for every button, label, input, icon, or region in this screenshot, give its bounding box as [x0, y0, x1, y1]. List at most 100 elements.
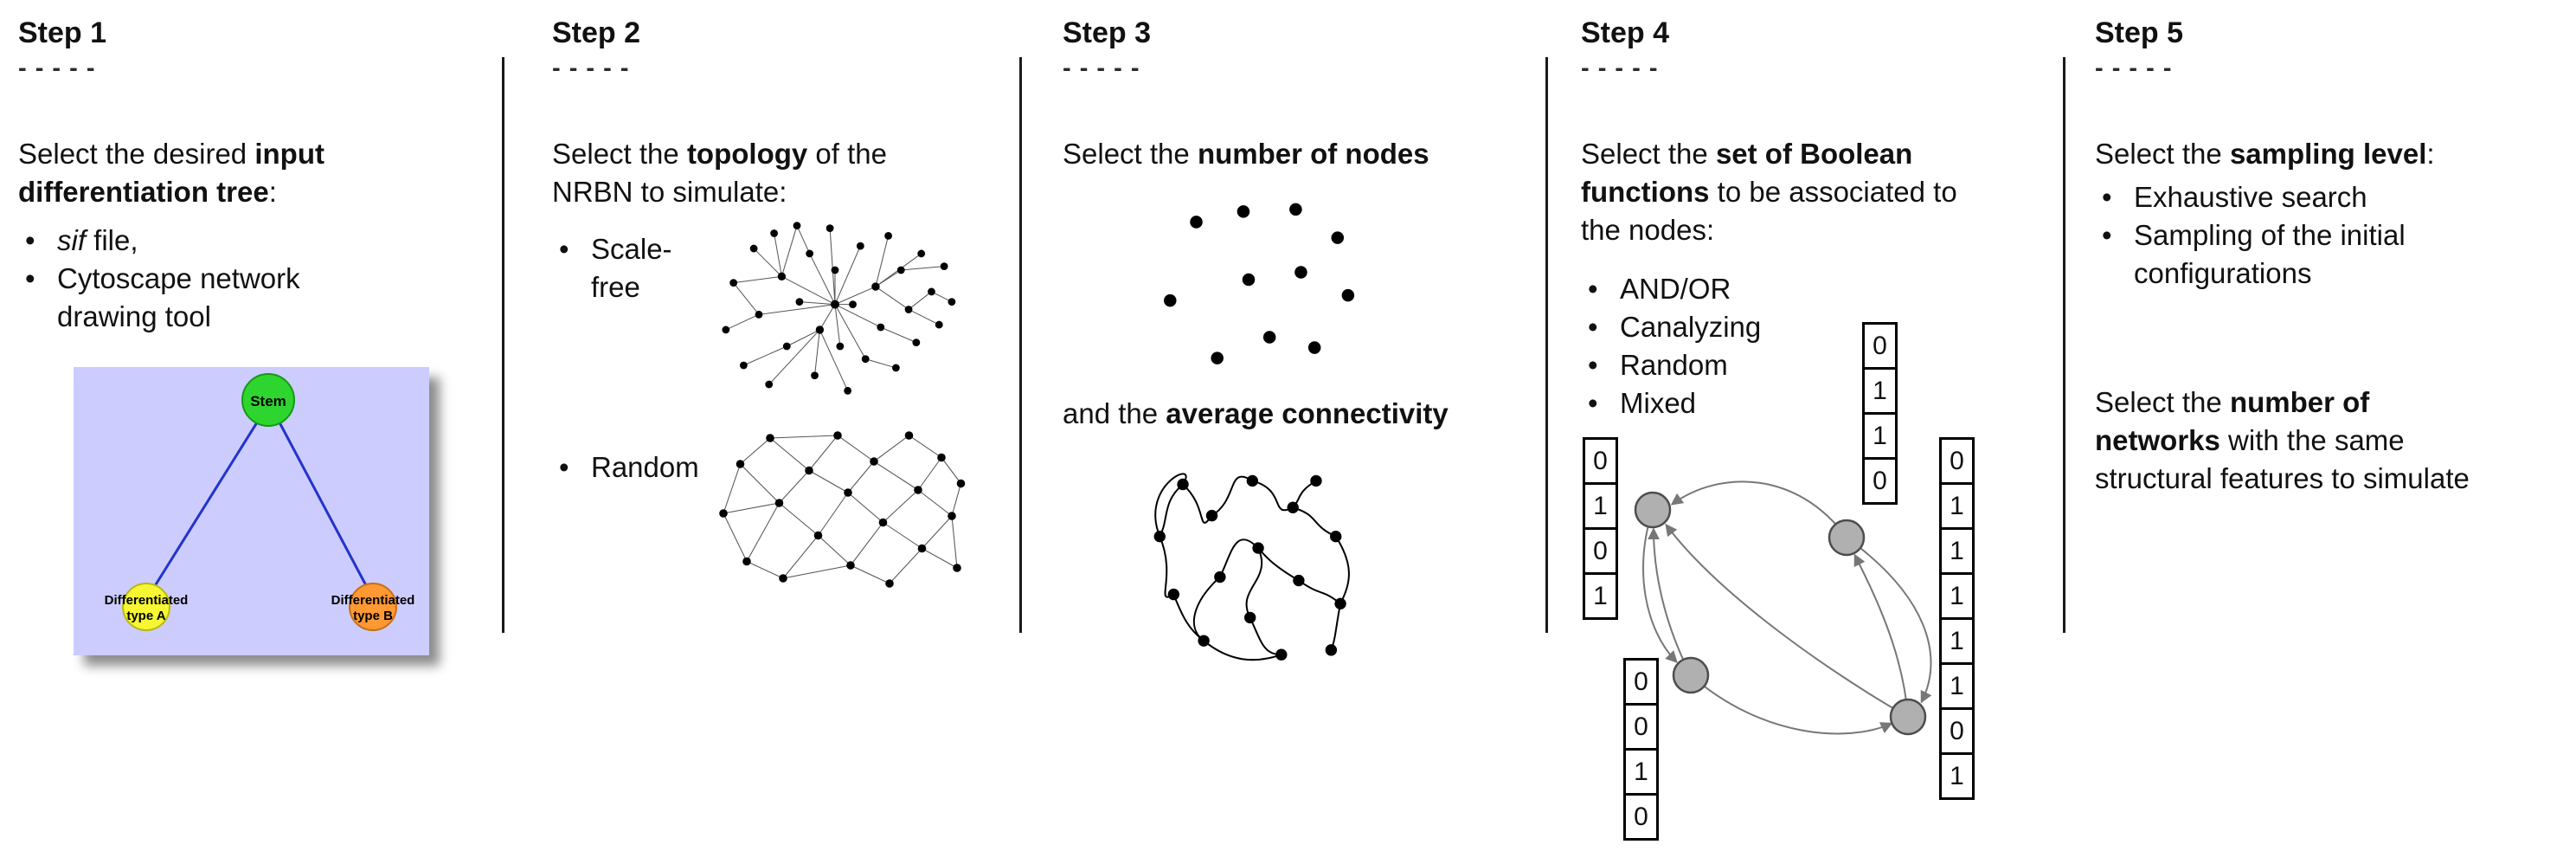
stem-label: Stem — [250, 393, 286, 409]
truth-table-cell: 1 — [1939, 527, 1975, 575]
stem-node — [241, 373, 295, 427]
boolean-network-svg — [1634, 480, 1932, 736]
bullet-and-or: •AND/OR — [1581, 270, 2052, 308]
column-divider-3 — [1545, 57, 1548, 633]
step-5-networks-text: Select the number of networks with the s… — [2095, 386, 2470, 494]
step-4-bullet-list: •AND/OR •Canalyzing •Random •Mixed — [1581, 270, 2052, 422]
bullet-random: • Random — [552, 448, 708, 487]
dots — [1164, 203, 1355, 364]
bullet-sampling-configurations: •Sampling of the initial configurations — [2095, 216, 2566, 293]
column-divider-4 — [2063, 57, 2065, 633]
bullet-dot: • — [2102, 219, 2112, 251]
curvy-edges — [1154, 473, 1350, 661]
truth-table-cell: 1 — [1623, 748, 1659, 796]
truth-table-cell: 1 — [1939, 662, 1975, 710]
truth-table-cell: 1 — [1862, 367, 1898, 415]
bullet-canalyzing: •Canalyzing — [1581, 308, 2052, 346]
truth-table-cell: 0 — [1623, 703, 1659, 751]
truth-table-cell: 1 — [1939, 572, 1975, 620]
random-edges — [723, 435, 962, 584]
truth-table-cell: 0 — [1583, 437, 1618, 485]
bullet-dot: • — [1588, 311, 1598, 343]
truth-table-cell: 1 — [1862, 412, 1898, 460]
truth-table-cell: 0 — [1583, 527, 1618, 575]
step-3-connectivity-text: and the average connectivity — [1063, 397, 1449, 429]
bullet-dot: • — [25, 262, 35, 294]
step-1-dashes: - - - - - — [18, 55, 96, 82]
differentiation-tree-graphic: Stem Differentiated type A Differentiate… — [74, 367, 429, 655]
type-b-node — [349, 583, 397, 631]
step-1-bullet-list: • sif file, • Cytoscape network drawing … — [18, 222, 490, 336]
bullet-exhaustive-search: •Exhaustive search — [2095, 178, 2566, 216]
bullet-dot: • — [25, 224, 35, 256]
truth-table-cell: 0 — [1623, 658, 1659, 706]
type-b-label-line1: Differentiated — [331, 593, 415, 608]
scale-free-nodes — [722, 222, 956, 395]
step-2-title: Step 2 — [552, 16, 641, 49]
truth-table-cell: 0 — [1623, 793, 1659, 841]
bullet-cytoscape: • Cytoscape network drawing tool — [18, 260, 490, 336]
type-b-label-line2: type B — [353, 609, 393, 623]
step-3-title: Step 3 — [1063, 16, 1152, 49]
truth-table-cell: 0 — [1862, 322, 1898, 370]
boolean-nodes — [1634, 491, 1927, 736]
truth-table-cell: 0 — [1939, 707, 1975, 755]
tree-edge-stem-to-a — [151, 422, 259, 590]
truth-table-cell: 1 — [1939, 617, 1975, 665]
truth-table-cell: 1 — [1939, 752, 1975, 800]
scale-free-network-graphic — [722, 222, 956, 395]
step-2-dashes: - - - - - — [552, 55, 630, 82]
step-5-bullet-list: •Exhaustive search •Sampling of the init… — [2095, 178, 2566, 293]
step-1-title: Step 1 — [18, 16, 107, 49]
truth-table-cell: 1 — [1583, 572, 1618, 620]
step-4-column: Step 4 - - - - - Select the set of Boole… — [1581, 0, 2052, 851]
type-a-label-line1: Differentiated — [105, 593, 189, 608]
random-network-graphic — [719, 431, 966, 588]
bullet-dot: • — [559, 233, 569, 265]
bullet-scale-free: • Scale-free — [552, 230, 708, 306]
differentiation-tree-svg: Stem Differentiated type A Differentiate… — [105, 373, 415, 631]
bullet-random-functions: •Random — [1581, 346, 2052, 384]
bullet-dot: • — [1588, 387, 1598, 419]
step-4-intro: Select the set of Boolean functions to b… — [1581, 138, 1957, 246]
step-3-intro: Select the number of nodes — [1063, 138, 1429, 170]
step-5-intro: Select the sampling level: — [2095, 138, 2435, 170]
tree-edge-stem-to-b — [278, 422, 369, 590]
step-5-title: Step 5 — [2095, 16, 2184, 49]
random-nodes — [719, 431, 966, 588]
nodes-dots-graphic — [1164, 203, 1355, 364]
curvy-nodes — [1153, 474, 1346, 661]
bullet-dot: • — [559, 451, 569, 483]
step-2-column: Step 2 - - - - - Select the topology of … — [552, 0, 1006, 851]
bullet-dot: • — [1588, 349, 1598, 381]
step-5-column: Step 5 - - - - - Select the sampling lev… — [2095, 0, 2566, 851]
step-4-title: Step 4 — [1581, 16, 1670, 49]
truth-table-cell: 0 — [1862, 457, 1898, 505]
bullet-mixed: •Mixed — [1581, 384, 2052, 422]
truth-table-cell: 1 — [1939, 482, 1975, 530]
step-2-intro: Select the topology of the NRBN to simul… — [552, 138, 887, 208]
column-divider-2 — [1019, 57, 1022, 633]
truth-table-cell: 1 — [1583, 482, 1618, 530]
bullet-dot: • — [2102, 181, 2112, 213]
type-a-node — [122, 583, 170, 631]
step-1-intro: Select the desired input differentiation… — [18, 138, 324, 208]
column-divider-1 — [502, 57, 504, 633]
bullet-dot: • — [1588, 273, 1598, 305]
scale-free-edges — [725, 225, 953, 391]
bullet-sif-file: • sif file, — [18, 222, 490, 260]
step-1-column: Step 1 - - - - - Select the desired inpu… — [18, 0, 490, 851]
boolean-arrows — [1642, 480, 1932, 735]
step-4-dashes: - - - - - — [1581, 55, 1659, 82]
truth-table-cell: 0 — [1939, 437, 1975, 485]
step-3-dashes: - - - - - — [1063, 55, 1140, 82]
random-row: • Random — [552, 412, 1006, 607]
step-5-dashes: - - - - - — [2095, 55, 2173, 82]
connectivity-network-graphic — [1153, 473, 1350, 661]
type-a-label-line2: type A — [126, 609, 165, 623]
